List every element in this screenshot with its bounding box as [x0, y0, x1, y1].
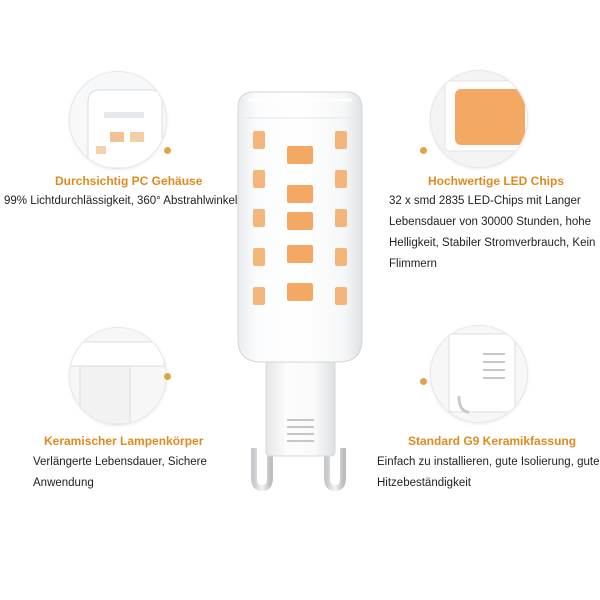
desc-line: Lebensdauer von 30000 Stunden, hohe: [389, 216, 592, 228]
g9-socket-closeup: [431, 326, 527, 422]
feature-title-led-chips: Hochwertige LED Chips: [428, 174, 565, 188]
feature-desc-ceramic-body: Verlängerte Lebensdauer, Sichere Anwendu…: [33, 452, 207, 494]
led-chip: [287, 212, 313, 230]
grip-lines: [287, 419, 314, 442]
connector-dot-top-left: [164, 147, 171, 154]
feature-title-pc-housing: Durchsichtig PC Gehäuse: [55, 174, 203, 188]
led-chip: [287, 245, 313, 263]
desc-line: Hitzebeständigkeit: [377, 477, 471, 489]
led-chips: [253, 131, 347, 305]
desc-line: Helligkeit, Stabiler Stromverbrauch, Kei…: [389, 237, 596, 249]
zoom-circle-led-chip: [431, 71, 527, 167]
led-chip: [253, 287, 265, 305]
desc-line: Flimmern: [389, 258, 437, 270]
feature-desc-led-chips: 32 x smd 2835 LED-Chips mit Langer Leben…: [389, 191, 597, 275]
led-chip: [287, 185, 313, 203]
pc-housing-closeup: [70, 72, 166, 168]
connector-dot-top-right: [420, 147, 427, 154]
ceramic-body-closeup: [70, 328, 166, 424]
connector-dot-bottom-left: [164, 373, 171, 380]
feature-desc-g9-socket: Einfach zu installieren, gute Isolierung…: [377, 452, 599, 494]
led-chip: [335, 170, 347, 188]
desc-line: Verlängerte Lebensdauer, Sichere: [33, 456, 207, 468]
led-chip: [253, 248, 265, 266]
connector-dot-bottom-right: [420, 378, 427, 385]
left-pin: [251, 448, 273, 492]
led-chip: [335, 131, 347, 149]
feature-title-ceramic-body: Keramischer Lampenkörper: [44, 434, 204, 448]
led-chip: [287, 283, 313, 301]
led-chip: [253, 170, 265, 188]
led-chip: [335, 248, 347, 266]
desc-line: 32 x smd 2835 LED-Chips mit Langer: [389, 195, 581, 207]
led-chip: [253, 131, 265, 149]
feature-desc-pc-housing: 99% Lichtdurchlässigkeit, 360° Abstrahlw…: [4, 195, 238, 207]
zoom-circle-g9-socket: [431, 326, 527, 422]
desc-line: Einfach zu installieren, gute Isolierung…: [377, 456, 600, 468]
feature-title-g9-socket: Standard G9 Keramikfassung: [408, 434, 577, 448]
desc-line: Anwendung: [33, 477, 94, 489]
led-chip-closeup: [431, 71, 527, 167]
zoom-circle-pc-housing: [70, 72, 166, 168]
led-chip: [335, 209, 347, 227]
right-pin: [324, 448, 346, 492]
led-chip: [253, 209, 265, 227]
zoom-circle-ceramic-body: [70, 328, 166, 424]
led-chip: [335, 287, 347, 305]
led-chip: [287, 146, 313, 164]
